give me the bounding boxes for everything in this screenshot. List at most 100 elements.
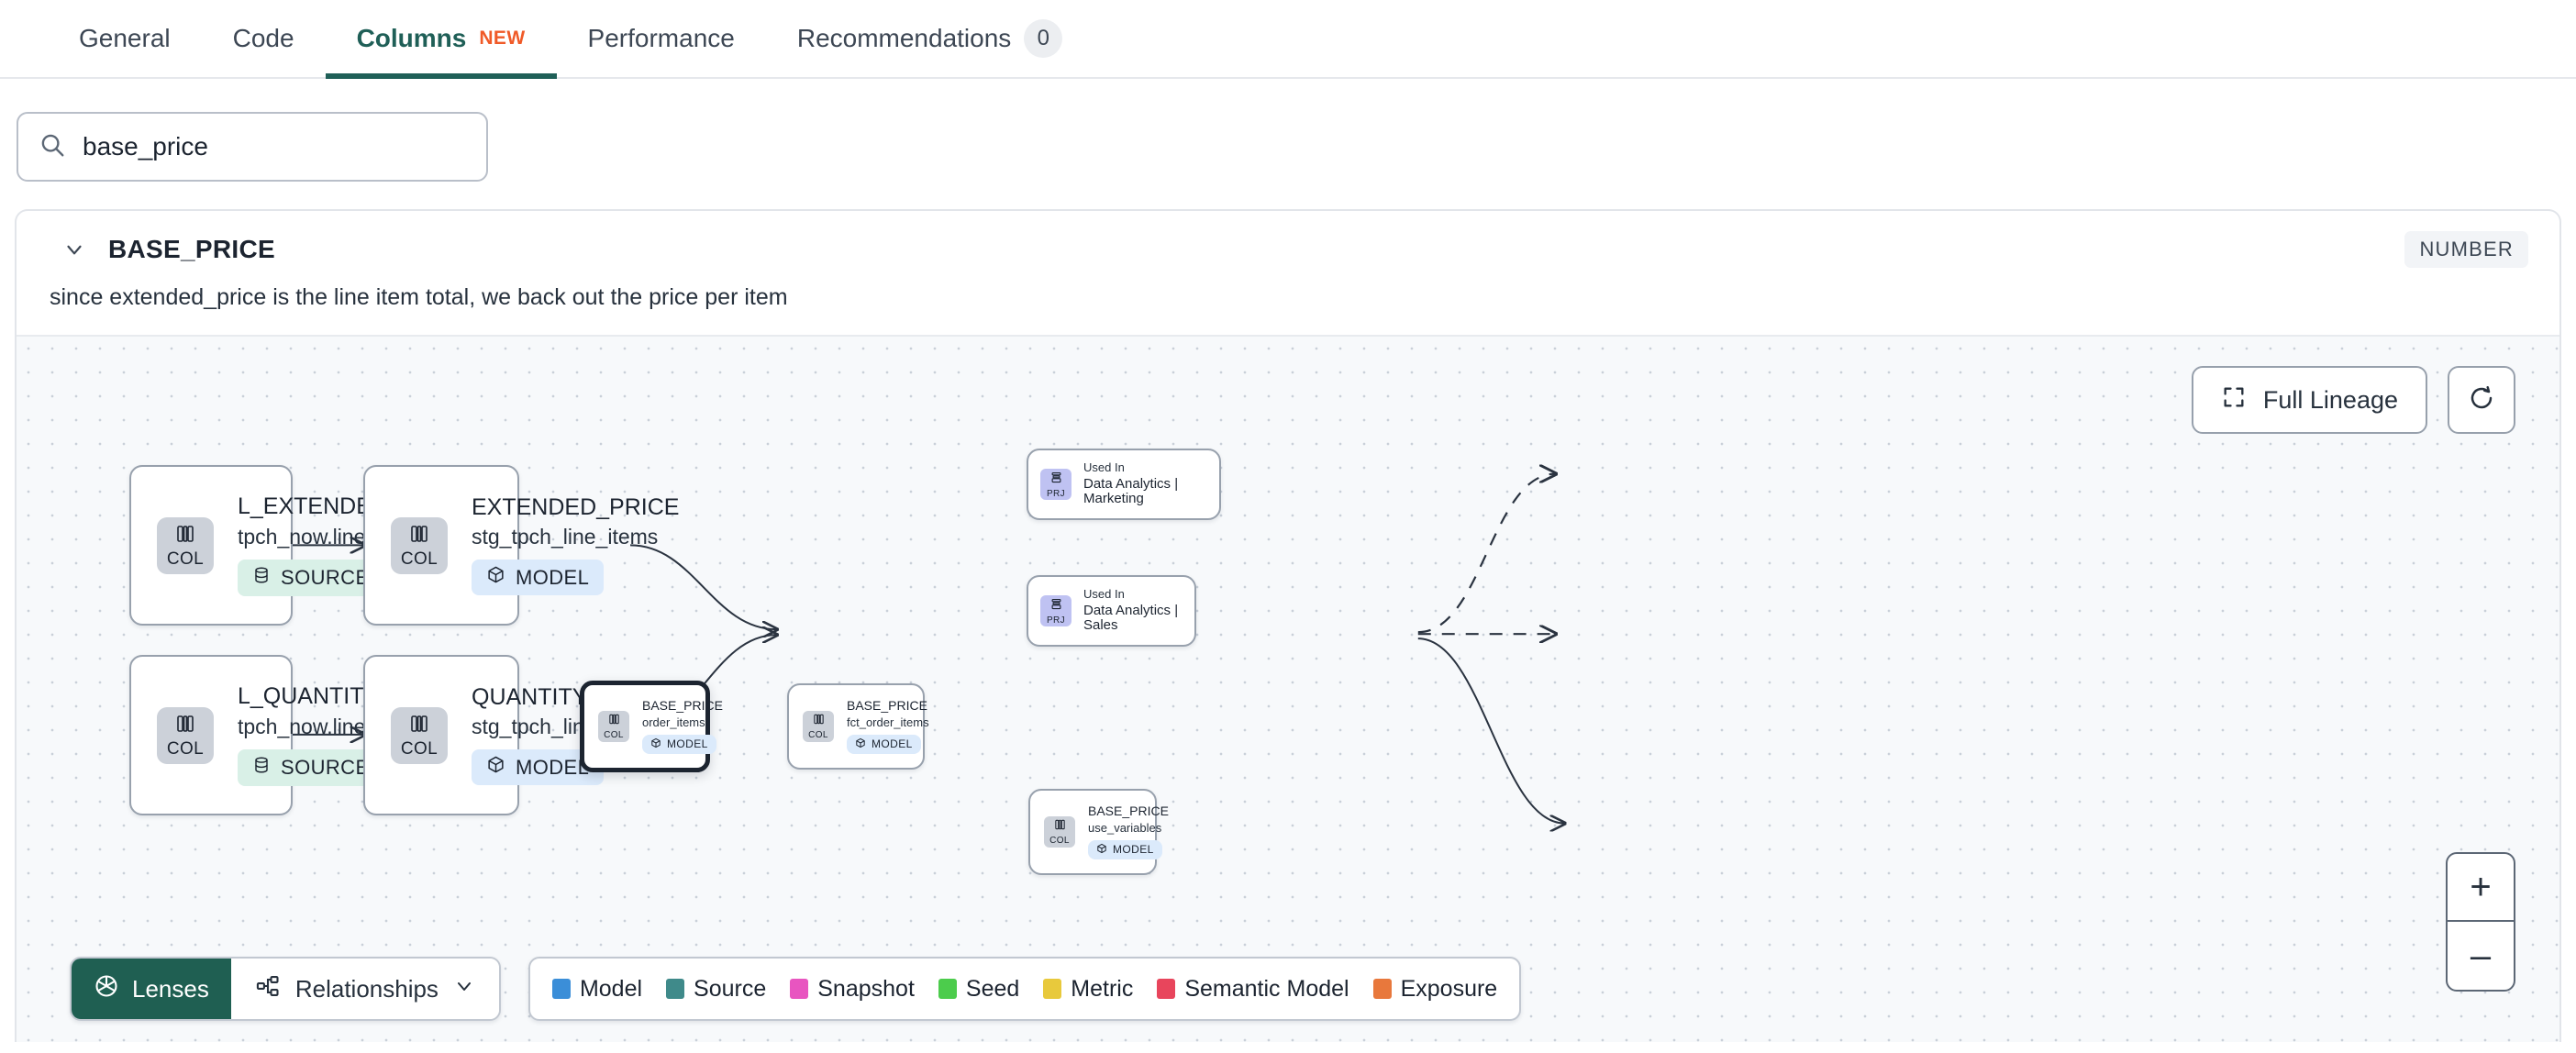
search-area xyxy=(0,79,2576,209)
legend-item-exposure: Exposure xyxy=(1372,976,1497,1003)
lineage-node-base_price-fct_order_items[interactable]: COL BASE_PRICE fct_order_items MODEL xyxy=(787,683,929,770)
legend-item-seed: Seed xyxy=(938,976,1019,1003)
used-in-label: Used In xyxy=(1083,587,1125,602)
node-body: BASE_PRICE use_variables MODEL xyxy=(1075,804,1180,859)
lenses-label: Lenses xyxy=(132,974,209,1003)
lineage-node-base_price-use_variables[interactable]: COL BASE_PRICE use_variables MODEL xyxy=(1028,789,1169,875)
node-kind-badge: SOURCE xyxy=(238,559,384,596)
node-kind-badge: MODEL xyxy=(472,560,605,596)
search-box[interactable] xyxy=(17,112,488,182)
node-body: Used In Data Analytics | Sales xyxy=(1071,588,1194,633)
legend-swatch xyxy=(1157,979,1176,999)
col-badge: COL xyxy=(803,711,834,742)
column-description: since extended_price is the line item to… xyxy=(50,284,788,310)
col-badge-label: COL xyxy=(166,739,205,759)
legend-swatch xyxy=(551,979,571,999)
column-type-badge: NUMBER xyxy=(2404,231,2528,268)
relationships-dropdown[interactable]: Relationships xyxy=(230,959,499,1019)
node-kind-label: MODEL xyxy=(516,755,590,779)
prj-badge-label: PRJ xyxy=(1046,615,1066,626)
project-icon xyxy=(1049,471,1063,489)
database-icon xyxy=(252,755,271,781)
lenses-button[interactable]: Lenses xyxy=(72,959,231,1019)
column-icon xyxy=(407,713,431,739)
full-lineage-button[interactable]: Full Lineage xyxy=(2191,366,2427,434)
tab-columns[interactable]: Columns NEW xyxy=(325,0,557,79)
chevron-down-icon[interactable] xyxy=(62,238,86,261)
lineage-node-l_extendedprice[interactable]: COL L_EXTENDEDPRICE tpch_now.lineitem SO… xyxy=(129,465,458,626)
node-kind-label: SOURCE xyxy=(281,565,370,589)
node-title: EXTENDED_PRICE xyxy=(472,493,680,520)
lineage-node-l_quantity[interactable]: COL L_QUANTITY tpch_now.lineitem SOURCE xyxy=(129,655,405,815)
lineage-node-project-marketing[interactable]: PRJ Used In Data Analytics | Marketing xyxy=(1027,449,1221,520)
aperture-icon xyxy=(94,973,119,1005)
legend-swatch xyxy=(1043,979,1062,999)
page-title: BASE_PRICE xyxy=(108,235,275,263)
cube-icon xyxy=(855,737,866,751)
expand-icon xyxy=(2221,384,2247,416)
refresh-button[interactable] xyxy=(2448,366,2515,434)
node-title: BASE_PRICE xyxy=(847,698,927,714)
zoom-in-button[interactable]: + xyxy=(2448,854,2514,922)
node-body: BASE_PRICE order_items MODEL xyxy=(629,698,734,754)
node-subtitle: fct_order_items xyxy=(847,715,929,729)
column-icon xyxy=(173,713,197,739)
col-badge: COL xyxy=(391,706,448,764)
legend-swatch xyxy=(938,979,957,999)
col-badge: COL xyxy=(157,516,214,574)
node-kind-label: MODEL xyxy=(667,737,708,751)
legend-label: Semantic Model xyxy=(1184,975,1349,1002)
cube-icon xyxy=(650,737,661,751)
node-body: BASE_PRICE fct_order_items MODEL xyxy=(834,698,940,754)
legend-item-snapshot: Snapshot xyxy=(790,976,915,1003)
lineage-legend: Model Source Snapshot Seed Metric xyxy=(527,957,1522,1021)
tab-label: Performance xyxy=(587,24,735,52)
col-badge: COL xyxy=(157,706,214,764)
tab-performance[interactable]: Performance xyxy=(557,0,766,77)
tab-general[interactable]: General xyxy=(48,0,202,77)
refresh-icon xyxy=(2468,384,2495,416)
zoom-controls: + – xyxy=(2446,852,2515,992)
legend-swatch xyxy=(1372,979,1392,999)
col-badge-label: COL xyxy=(604,730,624,740)
used-in-label: Used In xyxy=(1083,460,1125,475)
col-badge-label: COL xyxy=(1049,836,1070,846)
search-input[interactable] xyxy=(83,132,466,161)
lineage-node-quantity[interactable]: COL QUANTITY stg_tpch_line_items MODEL xyxy=(363,655,658,815)
node-kind-badge: MODEL xyxy=(1088,839,1162,859)
lineage-node-base_price-order_items[interactable]: COL BASE_PRICE order_items MODEL xyxy=(580,681,723,772)
node-kind-label: SOURCE xyxy=(281,755,370,779)
legend-label: Source xyxy=(694,975,767,1002)
legend-swatch xyxy=(666,979,685,999)
tab-bar: General Code Columns NEW Performance Rec… xyxy=(0,0,2576,79)
column-icon xyxy=(173,523,197,549)
lineage-node-project-sales[interactable]: PRJ Used In Data Analytics | Sales xyxy=(1027,575,1196,647)
node-body: Used In Data Analytics | Marketing xyxy=(1071,461,1219,506)
lineage-node-extended_price[interactable]: COL EXTENDED_PRICE stg_tpch_line_items M… xyxy=(363,465,679,626)
tab-recommendations[interactable]: Recommendations 0 xyxy=(766,0,1094,77)
column-icon xyxy=(407,523,431,549)
node-subtitle: use_variables xyxy=(1088,820,1162,835)
node-kind-badge: SOURCE xyxy=(238,748,384,786)
col-badge: COL xyxy=(391,516,448,574)
tab-code[interactable]: Code xyxy=(202,0,326,77)
tab-label: Columns xyxy=(356,24,467,52)
recommendations-count-badge: 0 xyxy=(1024,19,1063,58)
node-title: BASE_PRICE xyxy=(1088,804,1169,819)
lens-group: Lenses Relationships xyxy=(70,957,501,1021)
node-title: L_QUANTITY xyxy=(238,683,380,710)
column-header: BASE_PRICE NUMBER xyxy=(17,211,2559,275)
project-icon xyxy=(1049,597,1063,615)
col-badge: COL xyxy=(1044,816,1075,848)
node-kind-label: MODEL xyxy=(872,737,913,751)
node-title: QUANTITY xyxy=(472,683,588,710)
zoom-out-button[interactable]: – xyxy=(2470,935,2492,976)
database-icon xyxy=(252,565,271,591)
lineage-canvas[interactable]: COL L_EXTENDEDPRICE tpch_now.lineitem SO… xyxy=(17,335,2559,1042)
legend-item-semantic-model: Semantic Model xyxy=(1157,976,1349,1003)
new-badge: NEW xyxy=(479,28,526,49)
canvas-top-controls: Full Lineage xyxy=(2191,366,2515,434)
legend-label: Snapshot xyxy=(817,975,915,1002)
legend-item-model: Model xyxy=(551,976,642,1003)
relationships-icon xyxy=(255,973,281,1005)
